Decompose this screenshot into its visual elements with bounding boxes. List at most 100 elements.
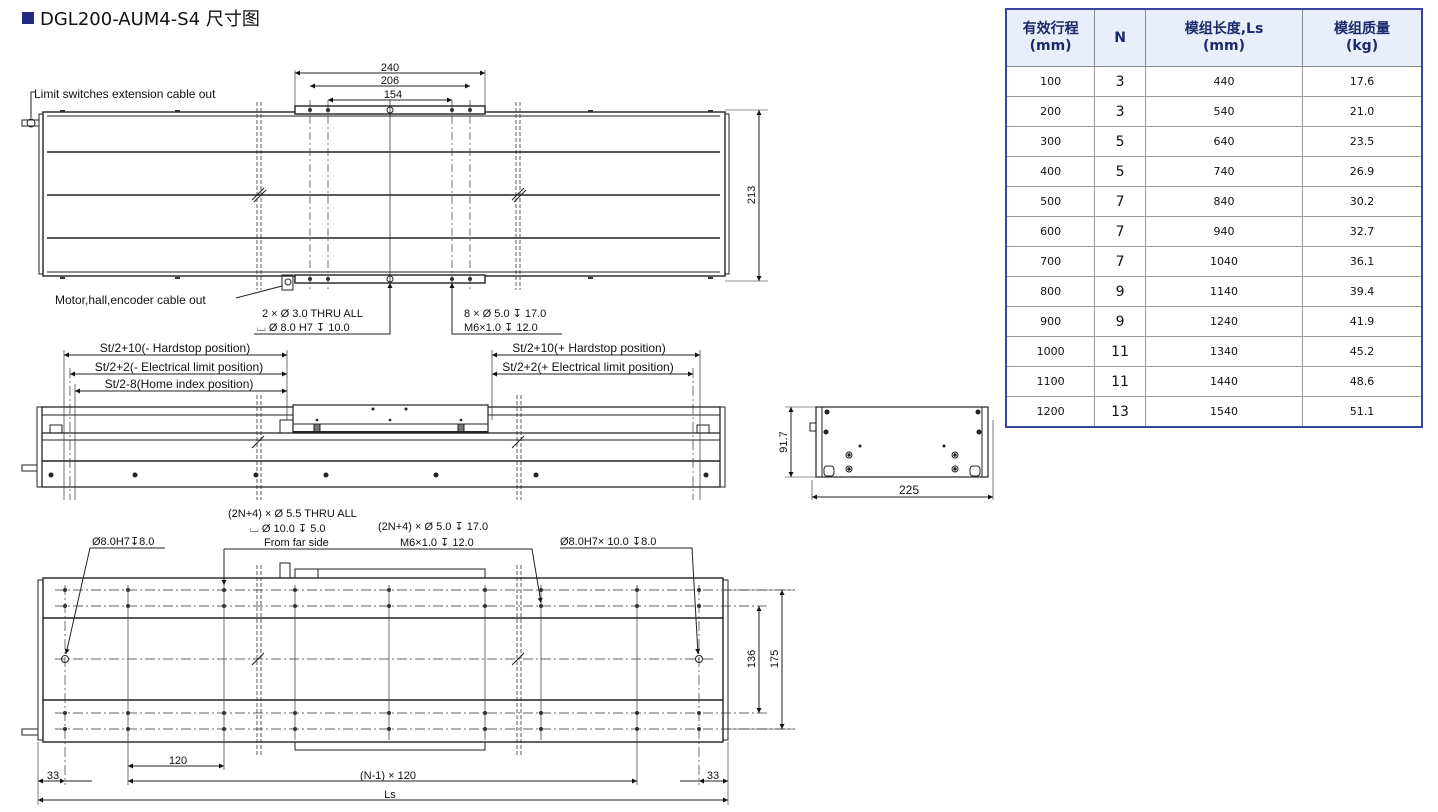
cell-length: 740 — [1144, 156, 1304, 187]
pin-note-left: Ø8.0H7↧8.0 — [92, 536, 154, 548]
cell-length: 940 — [1144, 216, 1304, 247]
cell-length: 1140 — [1144, 276, 1304, 307]
cell-n: 7 — [1094, 246, 1146, 277]
cell-stroke: 1000 — [1005, 336, 1096, 367]
hole-note-left-2: ⌴ Ø 8.0 H7 ↧ 10.0 — [257, 322, 350, 334]
cell-length: 1240 — [1144, 306, 1304, 337]
bottom-view-labels: Ø8.0H7↧8.0 (2N+4) × Ø 5.5 THRU ALL ⌴ Ø 1… — [47, 508, 781, 801]
cell-stroke: 900 — [1005, 306, 1096, 337]
side-view-labels: St/2+10(- Hardstop position) St/2+2(- El… — [95, 341, 674, 391]
cell-n: 7 — [1094, 186, 1146, 217]
neg-electrical-label: St/2+2(- Electrical limit position) — [95, 360, 263, 374]
top-view — [21, 70, 768, 335]
end-view — [785, 406, 994, 500]
motor-cable-label: Motor,hall,encoder cable out — [55, 293, 206, 307]
dim-136: 136 — [746, 650, 758, 668]
cell-mass: 41.9 — [1302, 306, 1423, 337]
side-view — [21, 350, 726, 500]
hole-note-left-1: 2 × Ø 3.0 THRU ALL — [262, 308, 363, 320]
dimension-drawing: 240 206 154 213 Limit switches extension… — [21, 62, 994, 805]
cell-stroke: 1200 — [1005, 396, 1096, 428]
cell-n: 11 — [1094, 336, 1146, 367]
cell-mass: 30.2 — [1302, 186, 1423, 217]
cell-mass: 17.6 — [1302, 66, 1423, 97]
hole-note-right-1: 8 × Ø 5.0 ↧ 17.0 — [464, 308, 546, 320]
dim-91-7: 91.7 — [778, 431, 790, 452]
cell-mass: 45.2 — [1302, 336, 1423, 367]
cell-length: 1340 — [1144, 336, 1304, 367]
cell-n: 3 — [1094, 96, 1146, 127]
pin-note-right: Ø8.0H7× 10.0 ↧8.0 — [560, 536, 656, 548]
top-view-labels: 240 206 154 213 Limit switches extension… — [34, 62, 758, 334]
page-title: DGL200-AUM4-S4 尺寸图 — [22, 5, 260, 31]
cell-length: 1540 — [1144, 396, 1304, 428]
cell-stroke: 600 — [1005, 216, 1096, 247]
home-index-label: St/2-8(Home index position) — [105, 377, 254, 391]
bottom-view — [21, 547, 795, 805]
cell-stroke: 800 — [1005, 276, 1096, 307]
cell-n: 5 — [1094, 156, 1146, 187]
cell-length: 640 — [1144, 126, 1304, 157]
cell-length: 440 — [1144, 66, 1304, 97]
dim-175: 175 — [769, 650, 781, 668]
cell-mass: 39.4 — [1302, 276, 1423, 307]
cell-stroke: 1100 — [1005, 366, 1096, 397]
dim-33-right: 33 — [707, 770, 719, 782]
cell-n: 5 — [1094, 126, 1146, 157]
thru-note-3: From far side — [264, 537, 329, 549]
cell-mass: 48.6 — [1302, 366, 1423, 397]
header-n: N — [1094, 8, 1146, 67]
limit-cable-label: Limit switches extension cable out — [34, 87, 216, 101]
tap-note-2: M6×1.0 ↧ 12.0 — [400, 537, 474, 549]
cell-n: 11 — [1094, 366, 1146, 397]
dim-225: 225 — [899, 483, 919, 497]
cell-mass: 21.0 — [1302, 96, 1423, 127]
cell-mass: 32.7 — [1302, 216, 1423, 247]
dim-206: 206 — [381, 75, 399, 87]
dim-pitch: (N-1) × 120 — [360, 770, 416, 782]
cell-n: 7 — [1094, 216, 1146, 247]
cell-mass: 26.9 — [1302, 156, 1423, 187]
dim-154: 154 — [384, 89, 402, 101]
cell-mass: 23.5 — [1302, 126, 1423, 157]
header-stroke: 有效行程(mm) — [1005, 8, 1096, 67]
thru-note-1: (2N+4) × Ø 5.5 THRU ALL — [228, 508, 357, 520]
thru-note-2: ⌴ Ø 10.0 ↧ 5.0 — [250, 523, 326, 535]
pos-hardstop-label: St/2+10(+ Hardstop position) — [512, 341, 665, 355]
cell-n: 9 — [1094, 306, 1146, 337]
dim-213: 213 — [746, 186, 758, 204]
cell-n: 3 — [1094, 66, 1146, 97]
dim-33-left: 33 — [47, 770, 59, 782]
dim-120: 120 — [169, 755, 187, 767]
pos-electrical-label: St/2+2(+ Electrical limit position) — [502, 360, 673, 374]
end-view-labels: 91.7 225 — [778, 431, 919, 497]
cell-length: 840 — [1144, 186, 1304, 217]
dim-240: 240 — [381, 62, 399, 74]
cell-n: 13 — [1094, 396, 1146, 428]
cell-stroke: 300 — [1005, 126, 1096, 157]
cell-stroke: 100 — [1005, 66, 1096, 97]
neg-hardstop-label: St/2+10(- Hardstop position) — [100, 341, 250, 355]
hole-note-right-2: M6×1.0 ↧ 12.0 — [464, 322, 538, 334]
header-mass: 模组质量(kg) — [1302, 8, 1423, 67]
dim-ls: Ls — [384, 789, 396, 801]
tap-note-1: (2N+4) × Ø 5.0 ↧ 17.0 — [378, 521, 488, 533]
cell-stroke: 200 — [1005, 96, 1096, 127]
table-header-row: 有效行程(mm) N 模组长度,Ls(mm) 模组质量(kg) — [1005, 8, 1423, 67]
title-text: DGL200-AUM4-S4 尺寸图 — [40, 9, 260, 30]
cell-length: 1040 — [1144, 246, 1304, 277]
cell-stroke: 700 — [1005, 246, 1096, 277]
